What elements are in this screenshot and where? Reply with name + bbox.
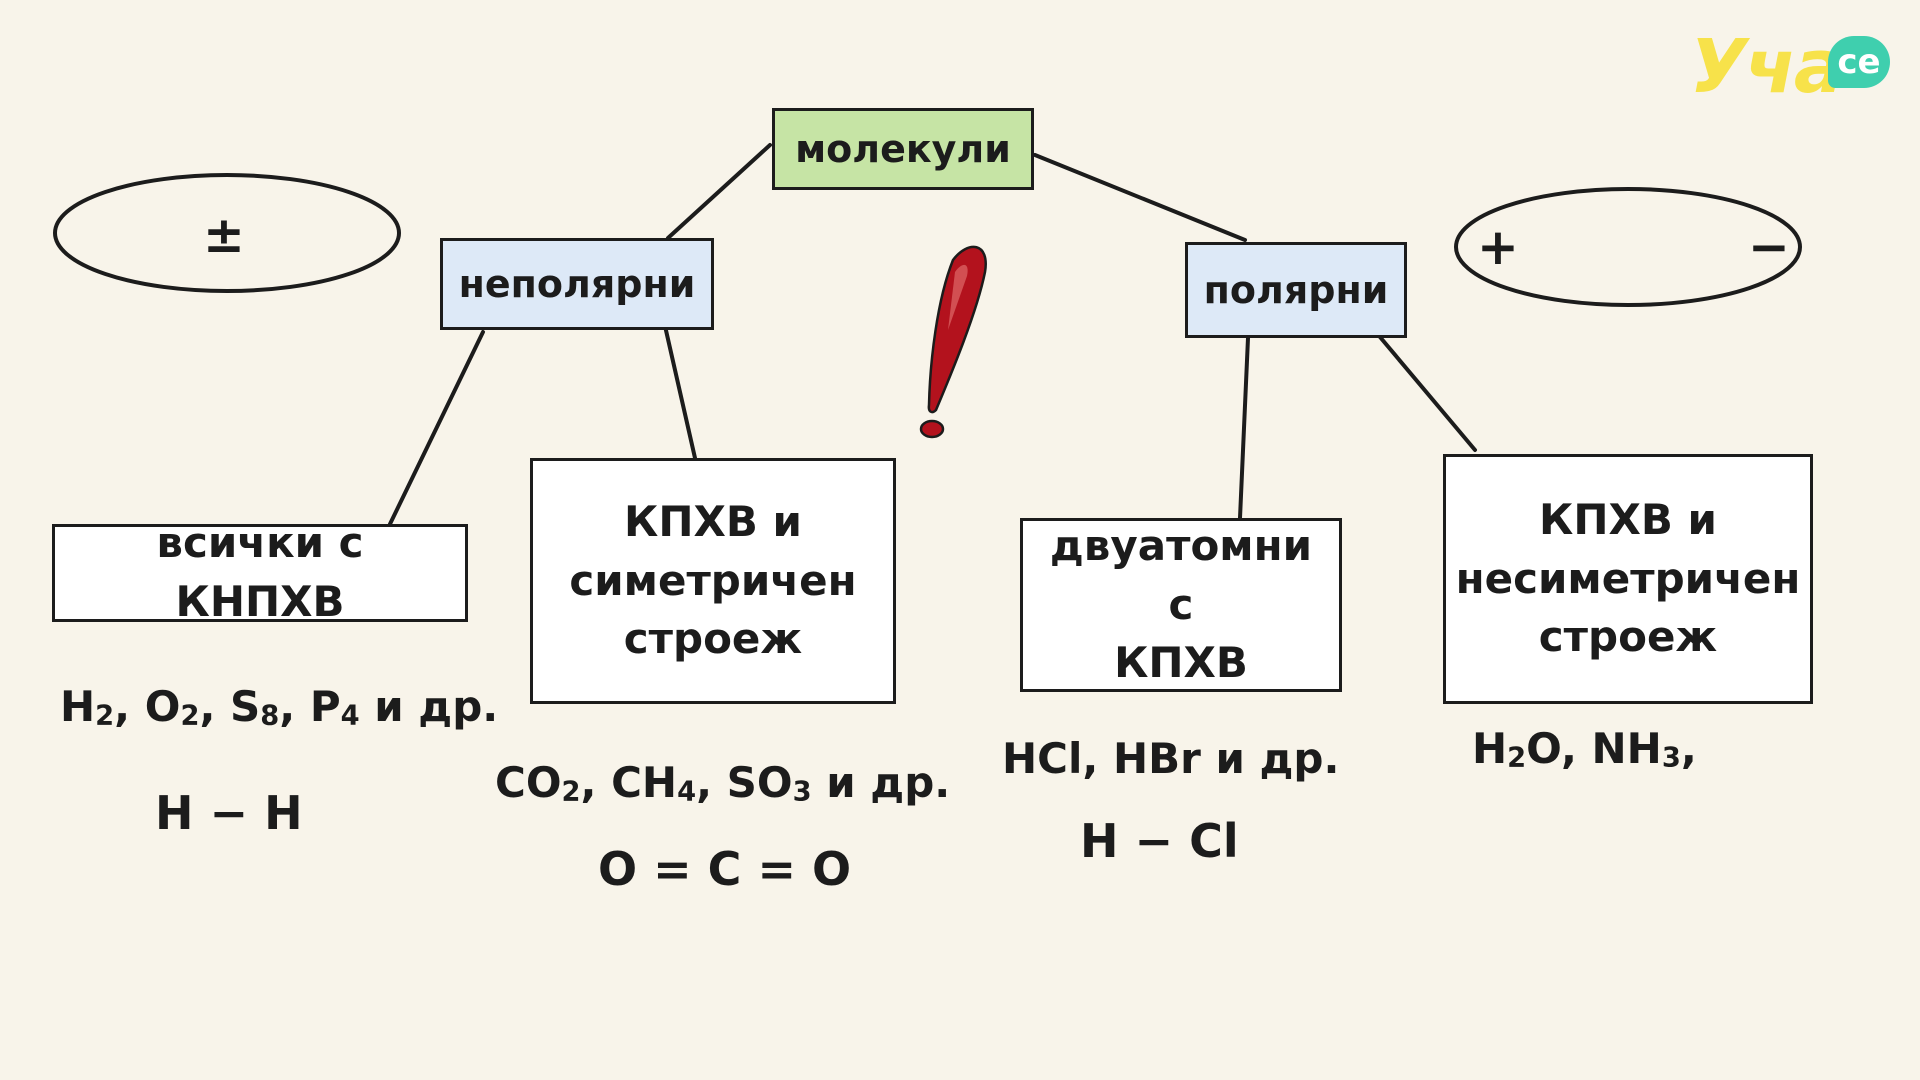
leaf-line: КПХВ и: [1539, 494, 1717, 544]
edge-nonpolar-leaf2: [663, 324, 697, 460]
leaf-diatomic-polar: двуатомни с КПХВ: [1020, 518, 1342, 692]
edge-polar-leaf3: [1238, 336, 1250, 520]
leaf-all-nonpolar-bonds: всички с КНПХВ: [52, 518, 468, 626]
edge-polar-leaf4: [1378, 335, 1477, 452]
edge-root-nonpolar: [666, 143, 772, 240]
edge-root-polar: [1033, 153, 1247, 242]
polar-minus-sign: −: [1748, 218, 1790, 276]
brand-logo-badge: се: [1828, 36, 1890, 88]
leaf-line: строеж: [623, 614, 803, 664]
leaf-polar-asymmetric: КПХВ и несиметричен строеж: [1443, 454, 1813, 704]
exclamation-icon: [919, 245, 987, 439]
leaf-line: двуатомни с: [1049, 520, 1313, 629]
example-structure-co2: O = C = O: [598, 842, 852, 896]
leaf-line: всички с КНПХВ: [156, 518, 364, 626]
leaf-line: КПХВ: [1114, 638, 1248, 688]
node-label: молекули: [795, 127, 1011, 171]
brand-logo: Уча: [1690, 24, 1844, 110]
node-category-polar: полярни: [1185, 242, 1407, 338]
edge-nonpolar-leaf1: [388, 330, 485, 526]
nonpolar-charge-sign: ±: [203, 206, 245, 264]
leaf-line: симетричен: [569, 555, 857, 605]
polar-charge-ellipse: [1454, 187, 1802, 307]
leaf-line: строеж: [1538, 612, 1718, 662]
node-category-nonpolar: неполярни: [440, 238, 714, 330]
example-formulas-asymmetric: H2O, NH3,: [1472, 724, 1697, 774]
leaf-polar-symmetric: КПХВ и симетричен строеж: [530, 458, 896, 704]
node-root-molecules: молекули: [772, 108, 1034, 190]
node-label: неполярни: [458, 262, 696, 306]
example-formulas-symmetric: CO2, CH4, SO3 и др.: [495, 758, 951, 808]
example-formulas-nonpolar: H2, O2, S8, P4 и др.: [60, 682, 499, 732]
leaf-line: несиметричен: [1455, 553, 1801, 603]
node-label: полярни: [1203, 268, 1389, 312]
example-structure-h2: H − H: [155, 786, 303, 840]
example-structure-hcl: H − Cl: [1080, 814, 1239, 868]
polar-plus-sign: +: [1477, 218, 1519, 276]
example-formulas-diatomic: HCl, HBr и др.: [1002, 734, 1340, 783]
leaf-line: КПХВ и: [624, 496, 802, 546]
nonpolar-charge-ellipse: [53, 173, 401, 293]
